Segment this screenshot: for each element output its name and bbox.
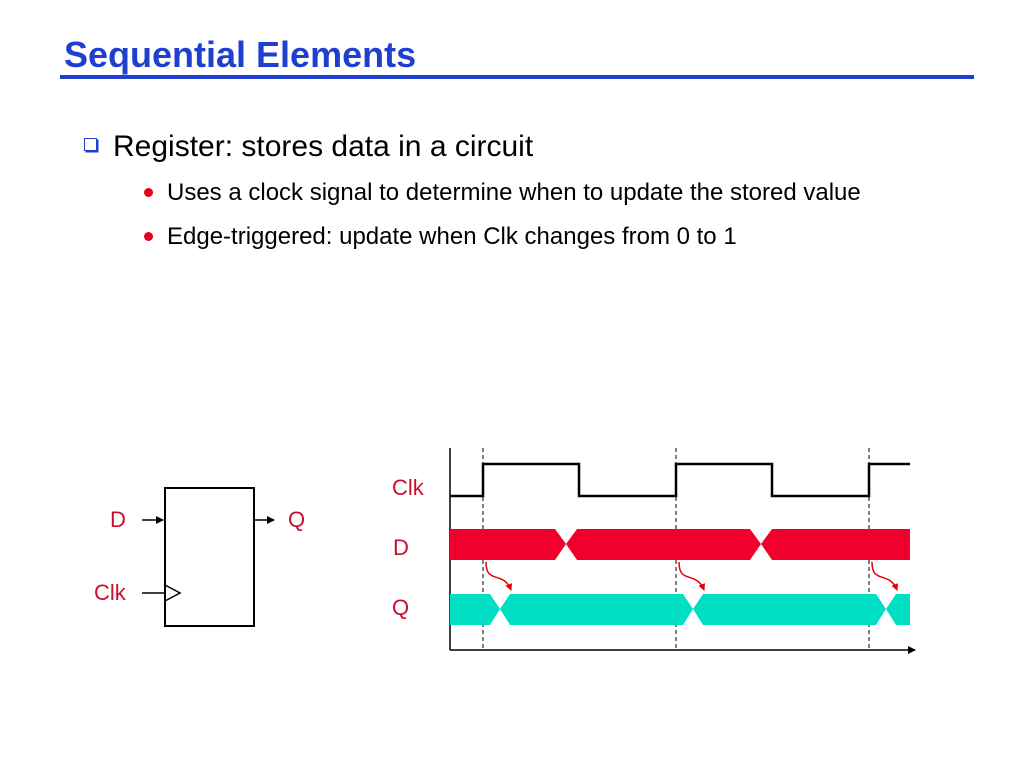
- register-q-label: Q: [288, 507, 305, 532]
- bullet-edge-triggered: Edge-triggered: update when Clk changes …: [144, 222, 737, 252]
- d-data-segment: [450, 529, 566, 560]
- bullet-clock-signal: Uses a clock signal to determine when to…: [144, 178, 861, 208]
- dot-bullet-icon: [144, 188, 153, 197]
- q-data-segment: [693, 594, 886, 625]
- slide-title: Sequential Elements: [64, 34, 417, 75]
- clk-waveform: [450, 462, 910, 498]
- bullet-clock-signal-text: Uses a clock signal to determine when to…: [167, 179, 861, 206]
- timing-d-label: D: [393, 535, 409, 560]
- q-data-segment: [500, 594, 693, 625]
- bullet-register: Register: stores data in a circuit: [84, 128, 533, 166]
- clock-triangle-icon: [164, 584, 182, 602]
- title-underline: [60, 75, 974, 79]
- register-clk-label: Clk: [94, 580, 127, 605]
- bullet-register-text: Register: stores data in a circuit: [113, 130, 534, 163]
- register-d-label: D: [110, 507, 126, 532]
- q-data-segment: [886, 594, 910, 625]
- d-data-segment: [761, 529, 910, 560]
- bullet-edge-triggered-text: Edge-triggered: update when Clk changes …: [167, 223, 737, 250]
- timing-diagram: Clk D Q: [392, 448, 916, 654]
- register-box: [164, 487, 255, 627]
- dot-bullet-icon: [144, 232, 153, 241]
- d-data-segment: [566, 529, 761, 560]
- register-symbol: D Q Clk: [94, 487, 305, 627]
- d-to-q-arrow: [678, 561, 706, 591]
- d-to-q-arrow: [485, 561, 513, 591]
- square-bullet-icon: [84, 138, 97, 151]
- timing-q-label: Q: [392, 595, 409, 620]
- timing-clk-label: Clk: [392, 475, 425, 500]
- q-data-segment: [450, 594, 500, 625]
- d-to-q-arrow: [871, 561, 899, 591]
